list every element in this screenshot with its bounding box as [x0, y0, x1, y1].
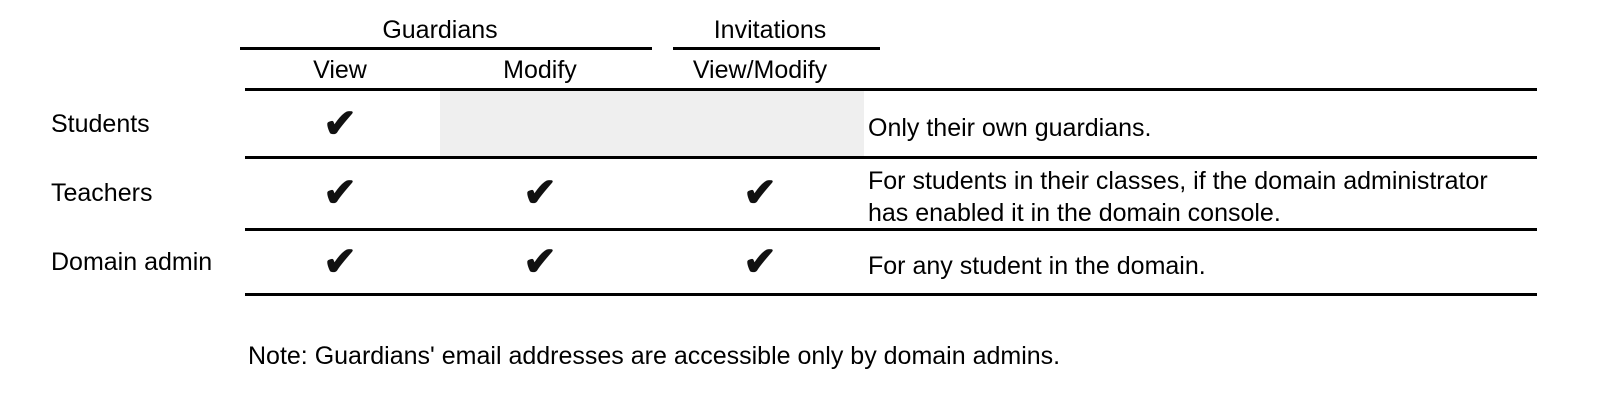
- checkmark-icon-teachers-guardians-modify: ✔: [523, 171, 557, 215]
- row-label-domain-admin: Domain admin: [51, 248, 213, 276]
- column-header-guardians-modify: Modify: [503, 56, 577, 84]
- cell-students-not-applicable: [440, 91, 864, 156]
- checkmark-icon-domain-admin-guardians-modify: ✔: [523, 240, 557, 284]
- group-header-invitations: Invitations: [713, 16, 827, 44]
- cell-domain-admin-description: For any student in the domain.: [868, 252, 1206, 280]
- checkmark-icon-teachers-invitations-view-modify: ✔: [743, 171, 777, 215]
- table-rule-1: [245, 156, 1537, 159]
- row-label-students: Students: [51, 110, 150, 138]
- cell-teachers-description: For students in their classes, if the do…: [868, 167, 1488, 227]
- group-header-guardians: Guardians: [382, 16, 498, 44]
- group-header-guardians-rule: [240, 47, 652, 50]
- column-header-invitations-view-modify: View/Modify: [692, 56, 828, 84]
- checkmark-icon-students-guardians-view: ✔: [323, 102, 357, 146]
- cell-students-description: Only their own guardians.: [868, 114, 1152, 142]
- checkmark-icon-teachers-guardians-view: ✔: [323, 171, 357, 215]
- table-footnote: Note: Guardians' email addresses are acc…: [248, 342, 1061, 370]
- row-label-teachers: Teachers: [51, 179, 153, 207]
- table-rule-2: [245, 228, 1537, 231]
- table-rule-top: [245, 88, 1537, 91]
- group-header-invitations-rule: [673, 47, 880, 50]
- table-rule-bottom: [245, 293, 1537, 296]
- checkmark-icon-domain-admin-guardians-view: ✔: [323, 240, 357, 284]
- column-header-guardians-view: View: [313, 56, 367, 84]
- checkmark-icon-domain-admin-invitations-view-modify: ✔: [743, 240, 777, 284]
